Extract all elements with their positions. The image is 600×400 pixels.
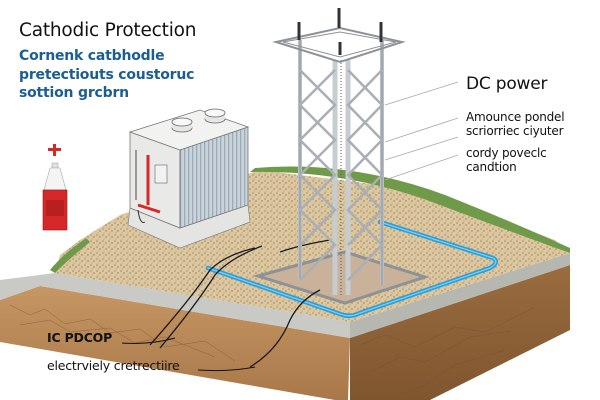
pointer-electrode [197,366,256,372]
grass-edge-right [250,166,570,253]
concrete-strip-left [0,273,350,338]
label-line: scriorriec ciyuter [466,124,564,138]
label-line: Amounce pondel [466,110,565,124]
diagram-title: Cathodic Protection [19,20,197,41]
leader-lines [384,81,459,181]
soil-face-right [350,265,570,400]
cable-highlight [207,221,497,317]
rectifier-cabinet [127,108,251,249]
label-dc-power: DC power [466,74,548,94]
subtitle-line: pretectiouts coustoruc [19,66,195,83]
ground-cross-section [0,253,570,400]
label-line: candtion [466,160,517,174]
subtitle-line: sottion grcbrn [19,85,129,101]
subtitle-line: Cornenk catbhodle [19,48,165,64]
label-electrode: electrviely cretrectiire [47,358,180,373]
label-line: cordy poveclc [466,146,547,160]
label-anode-power: Amounce pondel scriorriec ciyuter [466,110,565,138]
concrete-strip-right [350,253,570,338]
pointer-ic-pdcop [121,337,176,344]
transmission-tower [272,8,406,295]
grass-edge-left [50,238,90,273]
label-ic-pdcop: IC PDCOP [47,330,113,345]
soil-cracks [9,304,536,396]
diagram-subtitle: Cornenk catbhodle pretectiouts coustoruc… [19,47,194,103]
anode-bottle [42,144,68,231]
label-condition: cordy poveclc candtion [466,146,547,174]
lead-cables [149,239,331,368]
soil-face-left [0,286,350,400]
